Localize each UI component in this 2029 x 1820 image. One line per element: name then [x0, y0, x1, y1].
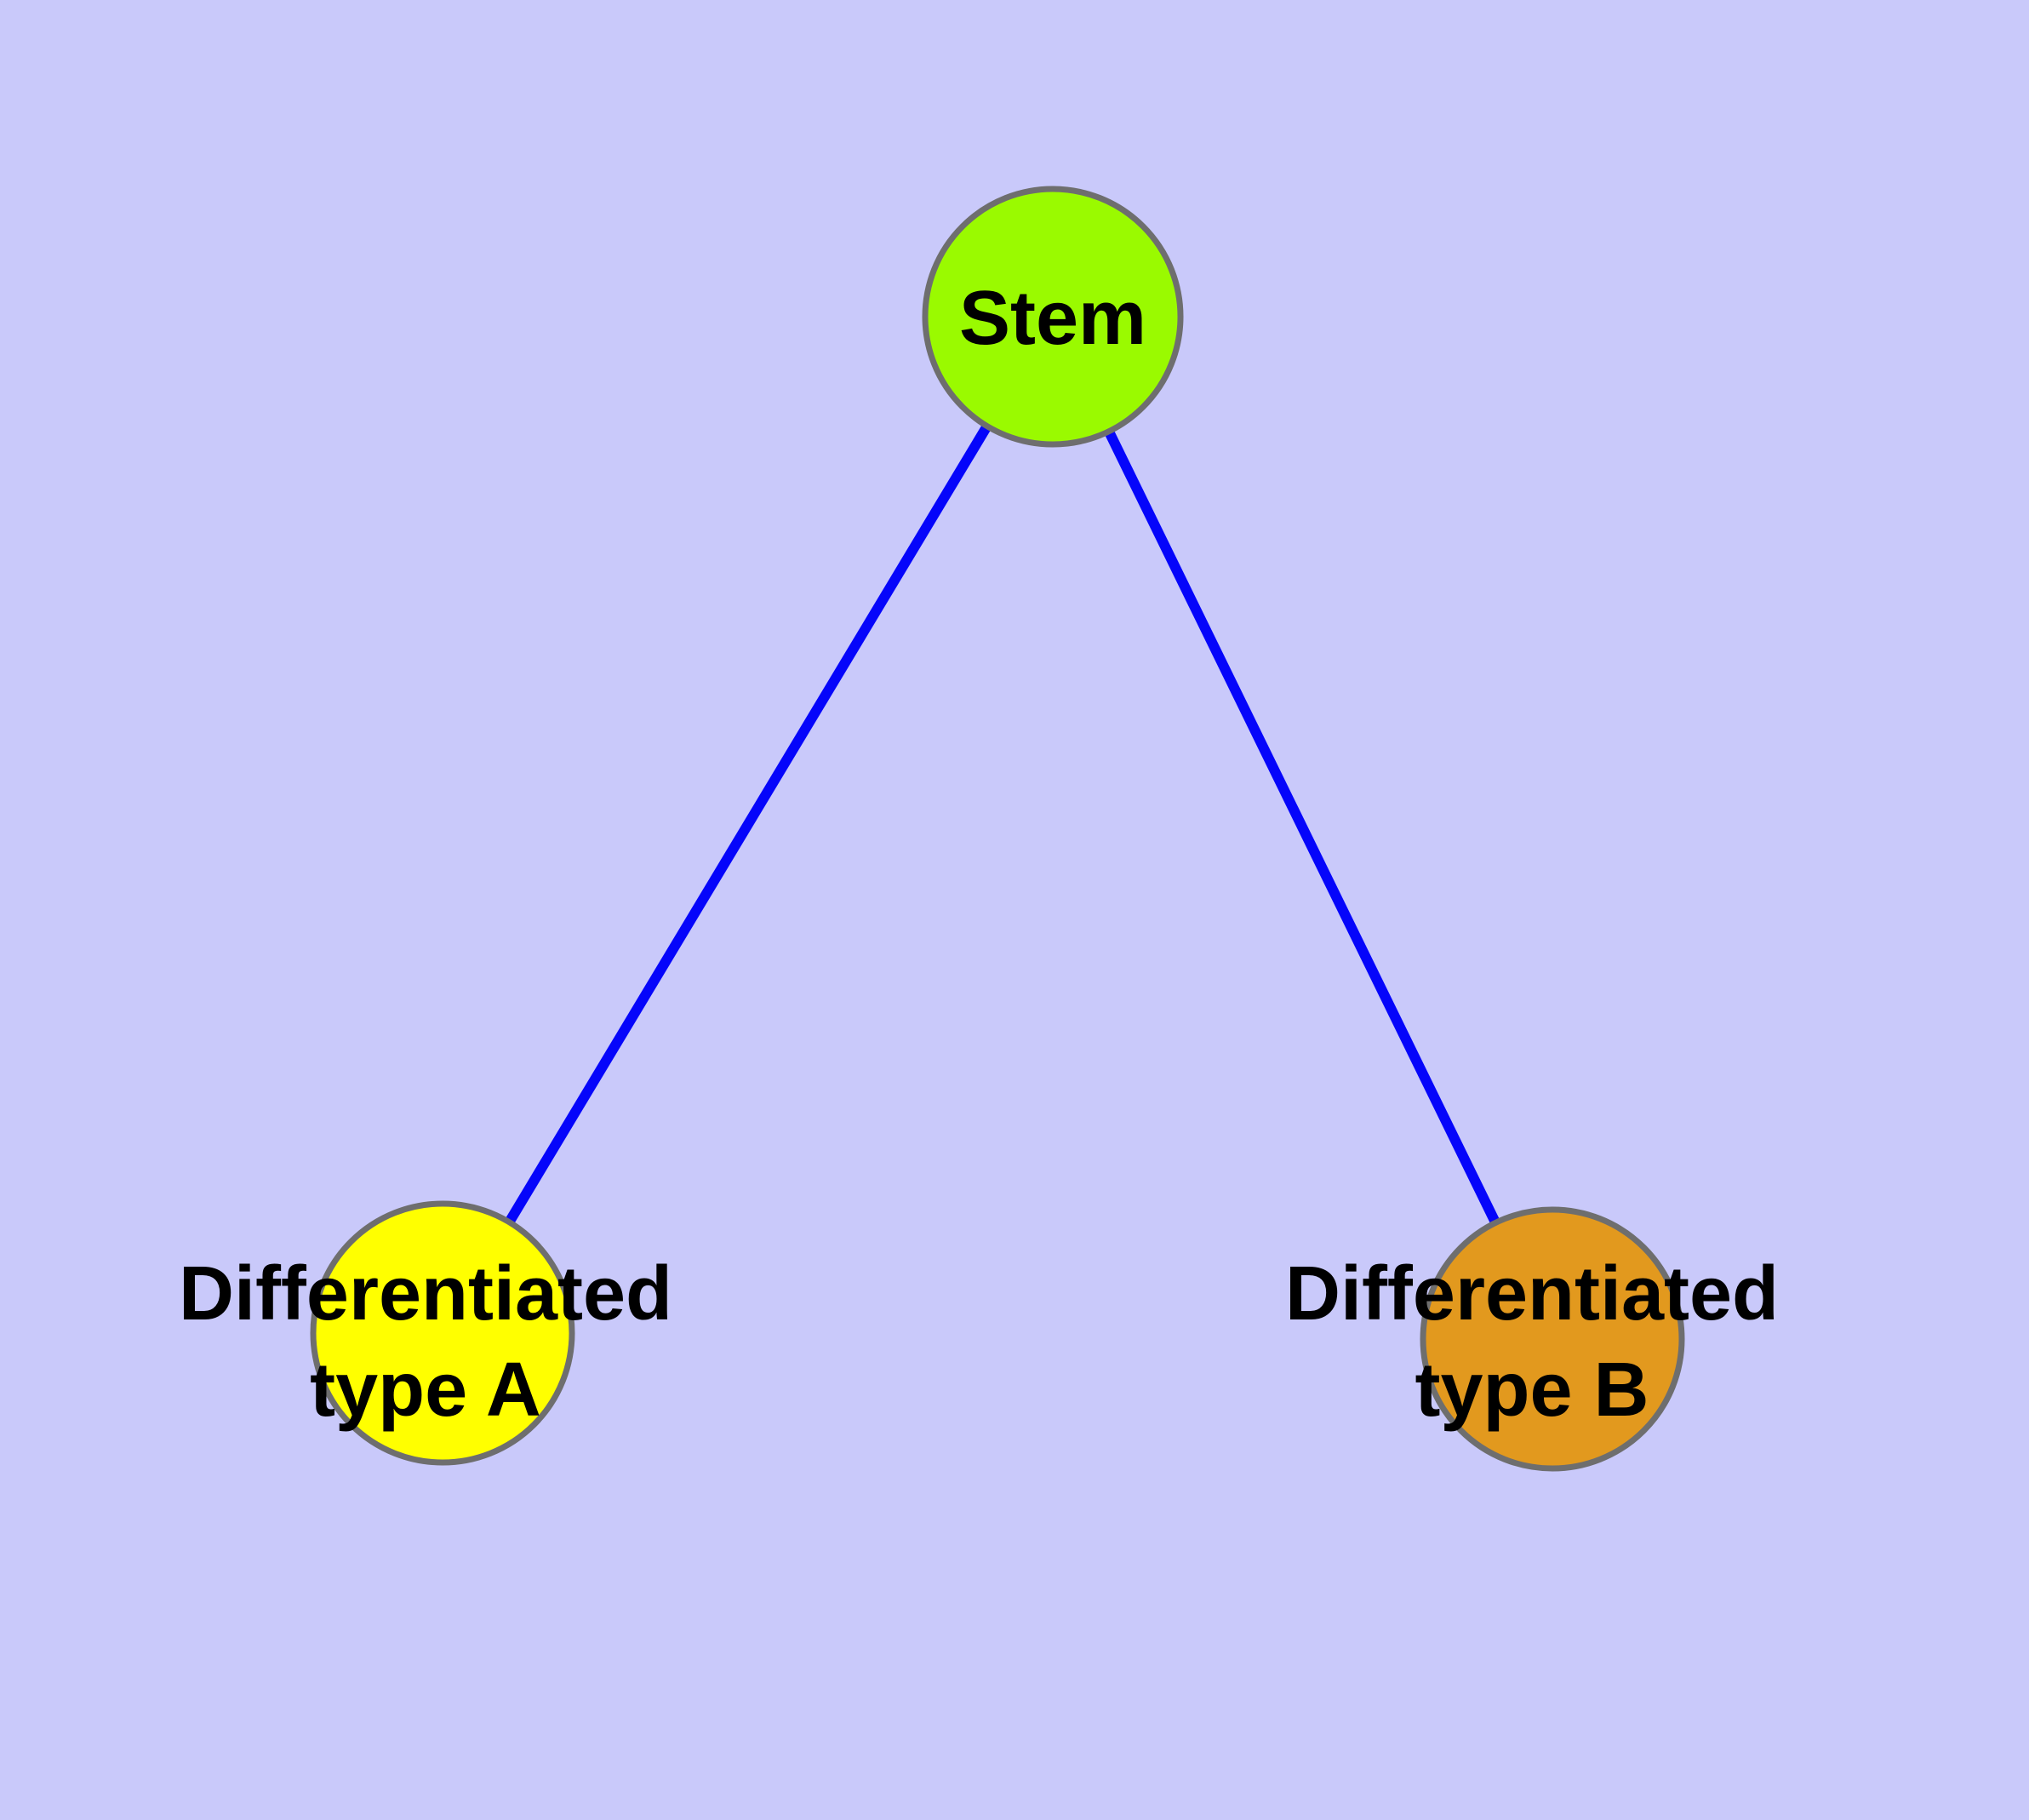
node-type-a-label-line2: type A [310, 1348, 541, 1433]
node-type-b-label-line1: Differentiated [1285, 1251, 1779, 1336]
node-type-b-label-line2: type B [1415, 1348, 1649, 1433]
node-type-a-circle [310, 1200, 575, 1466]
node-type-a-label-line1: Differentiated [179, 1251, 672, 1336]
node-stem-circle [922, 186, 1184, 448]
edge-stem-to-type-a [437, 313, 1058, 1336]
node-type-b-circle [1420, 1206, 1685, 1472]
edge-stem-to-type-b [1048, 314, 1557, 1342]
node-stem-label: Stem [959, 276, 1146, 361]
